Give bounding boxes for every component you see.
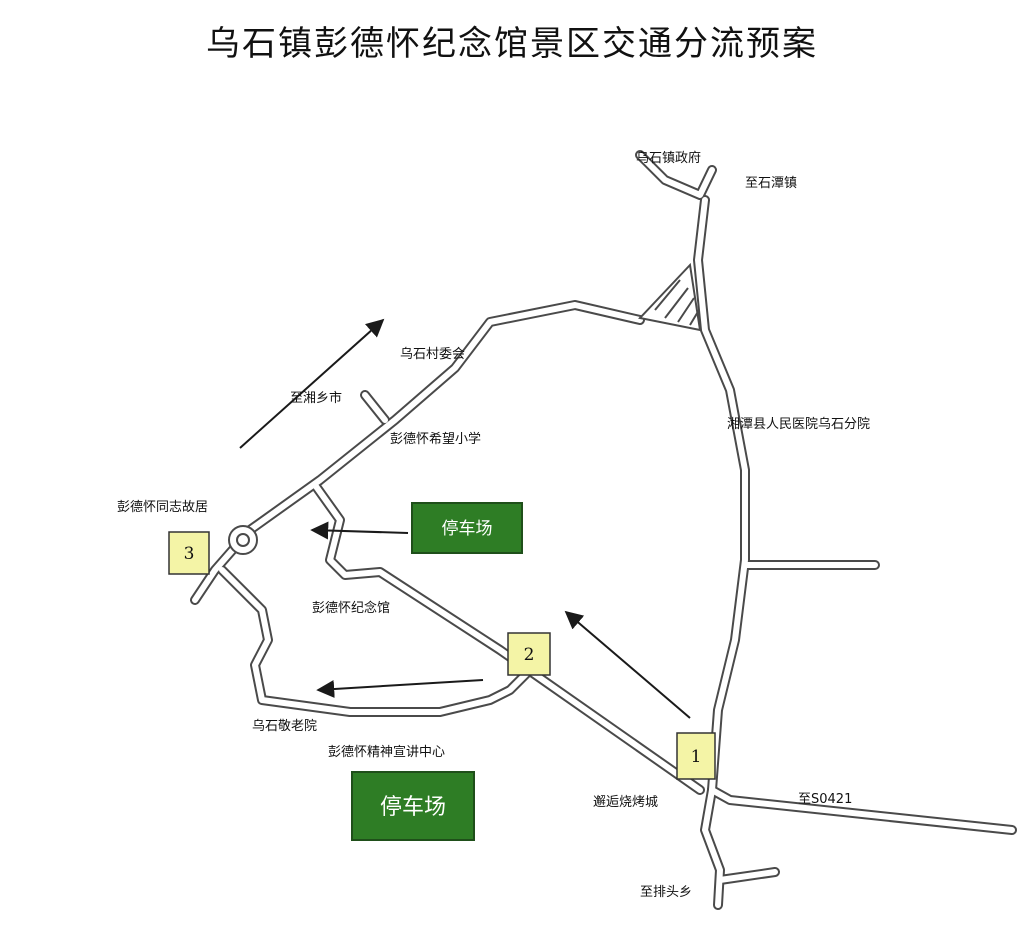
roundabout bbox=[228, 525, 258, 555]
marker-1-label: 1 bbox=[691, 747, 702, 767]
parking-upper: 停车场 bbox=[411, 502, 523, 554]
label-village: 乌石村委会 bbox=[400, 346, 465, 362]
parking-lower: 停车场 bbox=[351, 771, 475, 841]
arrow-to-residence bbox=[310, 521, 409, 540]
road-network bbox=[190, 150, 1017, 910]
label-xiangxiang: 至湘乡市 bbox=[290, 390, 342, 406]
label-residence: 彭德怀同志故居 bbox=[117, 500, 208, 515]
marker-1: 1 bbox=[676, 732, 716, 780]
road-north bbox=[635, 150, 750, 795]
label-hospital: 湘潭县人民医院乌石分院 bbox=[727, 416, 870, 432]
marker-3-label: 3 bbox=[184, 544, 195, 564]
marker-2-label: 2 bbox=[524, 645, 535, 665]
label-school: 彭德怀希望小学 bbox=[390, 431, 481, 447]
label-shitan: 至石潭镇 bbox=[745, 176, 797, 191]
label-paitou: 至排头乡 bbox=[640, 885, 692, 900]
arrow-to-memorial bbox=[564, 610, 691, 719]
label-s0421: 至S0421 bbox=[798, 792, 852, 807]
label-memorial: 彭德怀纪念馆 bbox=[312, 600, 390, 616]
label-bbq: 邂逅烧烤城 bbox=[593, 795, 658, 810]
traffic-arrows bbox=[239, 318, 691, 719]
map-title: 乌石镇彭德怀纪念馆景区交通分流预案 bbox=[206, 24, 818, 64]
label-gov: 乌石镇政府 bbox=[636, 150, 701, 166]
label-nursing: 乌石敬老院 bbox=[252, 718, 317, 734]
label-center: 彭德怀精神宣讲中心 bbox=[328, 744, 445, 760]
arrow-to-xiangxiang bbox=[239, 318, 385, 449]
arrow-to-nursing bbox=[316, 679, 484, 699]
parking-lower-label: 停车场 bbox=[380, 795, 446, 820]
marker-2: 2 bbox=[507, 632, 551, 676]
place-labels: 乌石镇政府 至石潭镇 乌石村委会 至湘乡市 彭德怀希望小学 湘潭县人民医院乌石分… bbox=[117, 150, 870, 900]
parking-upper-label: 停车场 bbox=[442, 519, 493, 539]
marker-3: 3 bbox=[168, 531, 210, 575]
junction-island bbox=[638, 262, 702, 332]
